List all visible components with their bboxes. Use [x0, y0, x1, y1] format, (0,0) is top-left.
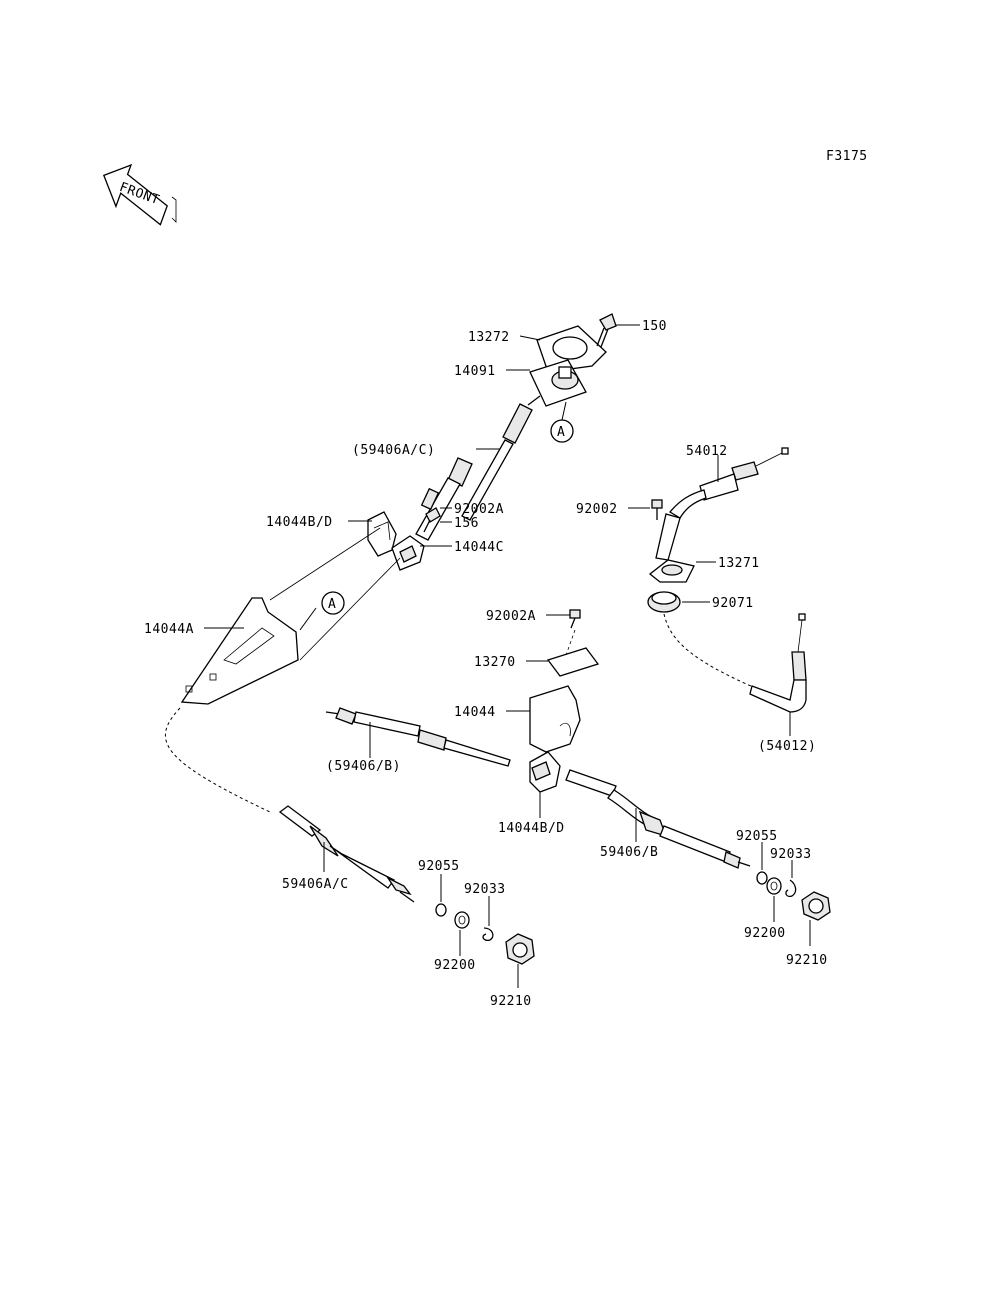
label-156: 156: [454, 516, 479, 531]
clip-92033-right: [785, 879, 797, 898]
label-13272: 13272: [468, 330, 510, 345]
label-92071: 92071: [712, 596, 754, 611]
cable-59406a-c-lower: [278, 805, 415, 903]
part-labels: 13272 150 14091 (59406A/C) 92002A 156 14…: [144, 319, 828, 1009]
label-59406-b: 59406/B: [600, 845, 658, 860]
plate-13271: [648, 559, 695, 583]
nut-92210-right: [801, 891, 831, 921]
callout-a-left: A: [321, 591, 345, 615]
label-13271: 13271: [718, 556, 760, 571]
svg-text:A: A: [557, 425, 565, 440]
bracket-14044: [529, 685, 581, 753]
washer-92200-right: [766, 877, 782, 895]
nut-92210-left: [505, 933, 535, 965]
label-13270: 13270: [474, 655, 516, 670]
label-92210-right: 92210: [786, 953, 828, 968]
oring-92055-left: [435, 903, 447, 917]
holder-14091: [529, 359, 587, 407]
label-92002a-mid: 92002A: [486, 609, 536, 624]
bracket-14044a: [180, 527, 401, 705]
label-14091: 14091: [454, 364, 496, 379]
label-14044a: 14044A: [144, 622, 194, 637]
cable-54012: [655, 447, 789, 561]
bolt-150: [596, 313, 617, 348]
clamp-14044c: [391, 535, 425, 571]
cable-route-left: [164, 707, 271, 813]
bolt-92002: [651, 499, 663, 520]
cable-59406-b-left: [325, 707, 511, 767]
label-92033-left: 92033: [464, 882, 506, 897]
cable-59406a-c-upper: [415, 395, 541, 541]
label-14044b-d-mid: 14044B/D: [498, 821, 565, 836]
label-14044b-d-top: 14044B/D: [266, 515, 333, 530]
clip-92033-left: [482, 927, 494, 942]
label-92002: 92002: [576, 502, 618, 517]
front-arrow-icon: FRONT: [102, 163, 177, 226]
clamp-14044b-d-mid: [529, 751, 561, 793]
bolt-92002a-mid: [569, 609, 581, 629]
label-92055-left: 92055: [418, 859, 460, 874]
gasket-13272: [536, 325, 607, 373]
figure-code: F3175: [826, 149, 868, 164]
label-14044c: 14044C: [454, 540, 504, 555]
bolt-92002a-top: [423, 507, 441, 533]
label-59406-b-paren: (59406/B): [326, 759, 401, 774]
grommet-92071: [647, 591, 681, 613]
label-92210-left: 92210: [490, 994, 532, 1009]
svg-text:A: A: [328, 597, 336, 612]
clamp-14044b-d-top: [367, 511, 397, 557]
callout-a-top: A: [550, 419, 574, 443]
leader-lines: [204, 324, 811, 988]
label-54012-paren: (54012): [758, 739, 816, 754]
oring-92055-right: [756, 871, 768, 885]
label-92033-right: 92033: [770, 847, 812, 862]
washer-92200-left: [454, 911, 470, 929]
cable-route-right: [663, 613, 761, 691]
cable-54012-lower: [749, 613, 807, 713]
label-59406a-c-top: (59406A/C): [352, 443, 435, 458]
label-92055-right: 92055: [736, 829, 778, 844]
label-150: 150: [642, 319, 667, 334]
label-54012: 54012: [686, 444, 728, 459]
label-92002a-top: 92002A: [454, 502, 504, 517]
label-14044: 14044: [454, 705, 496, 720]
label-92200-right: 92200: [744, 926, 786, 941]
label-59406a-c-bottom: 59406A/C: [282, 877, 349, 892]
cable-59406-b-right: [565, 769, 751, 869]
label-92200-left: 92200: [434, 958, 476, 973]
plate-13270: [546, 647, 600, 677]
